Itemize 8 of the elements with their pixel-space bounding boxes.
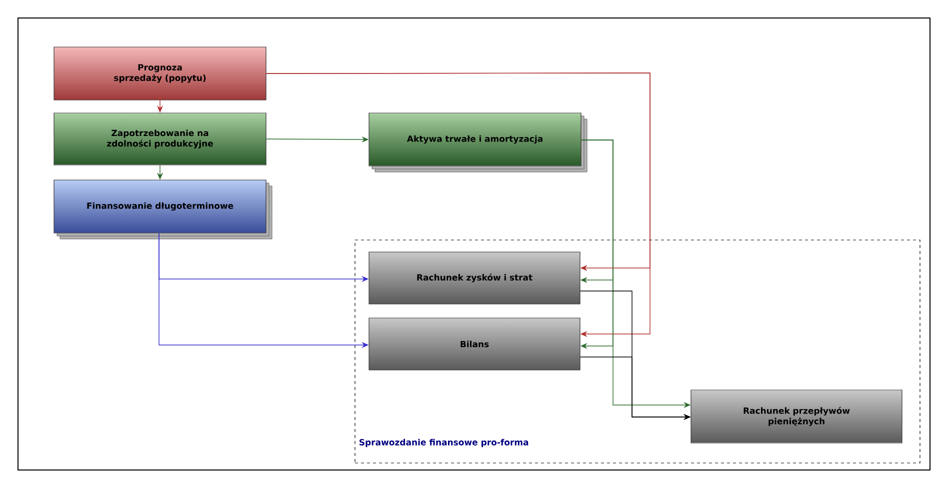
process-box: Bilans	[368, 318, 580, 370]
process-box: Zapotrzebowanie na zdolności produkcyjne	[54, 112, 266, 166]
arrow	[266, 72, 650, 338]
stacked-box: Finansowanie długoterminowe	[54, 180, 272, 240]
process-box: Rachunek zysków i strat	[368, 252, 580, 304]
process-box: Rachunek przepływów pieniężnych	[690, 390, 902, 444]
stacked-box: Aktywa trwałe i amortyzacja	[368, 112, 588, 172]
process-box: Prognoza sprzedaży (popytu)	[54, 46, 266, 100]
